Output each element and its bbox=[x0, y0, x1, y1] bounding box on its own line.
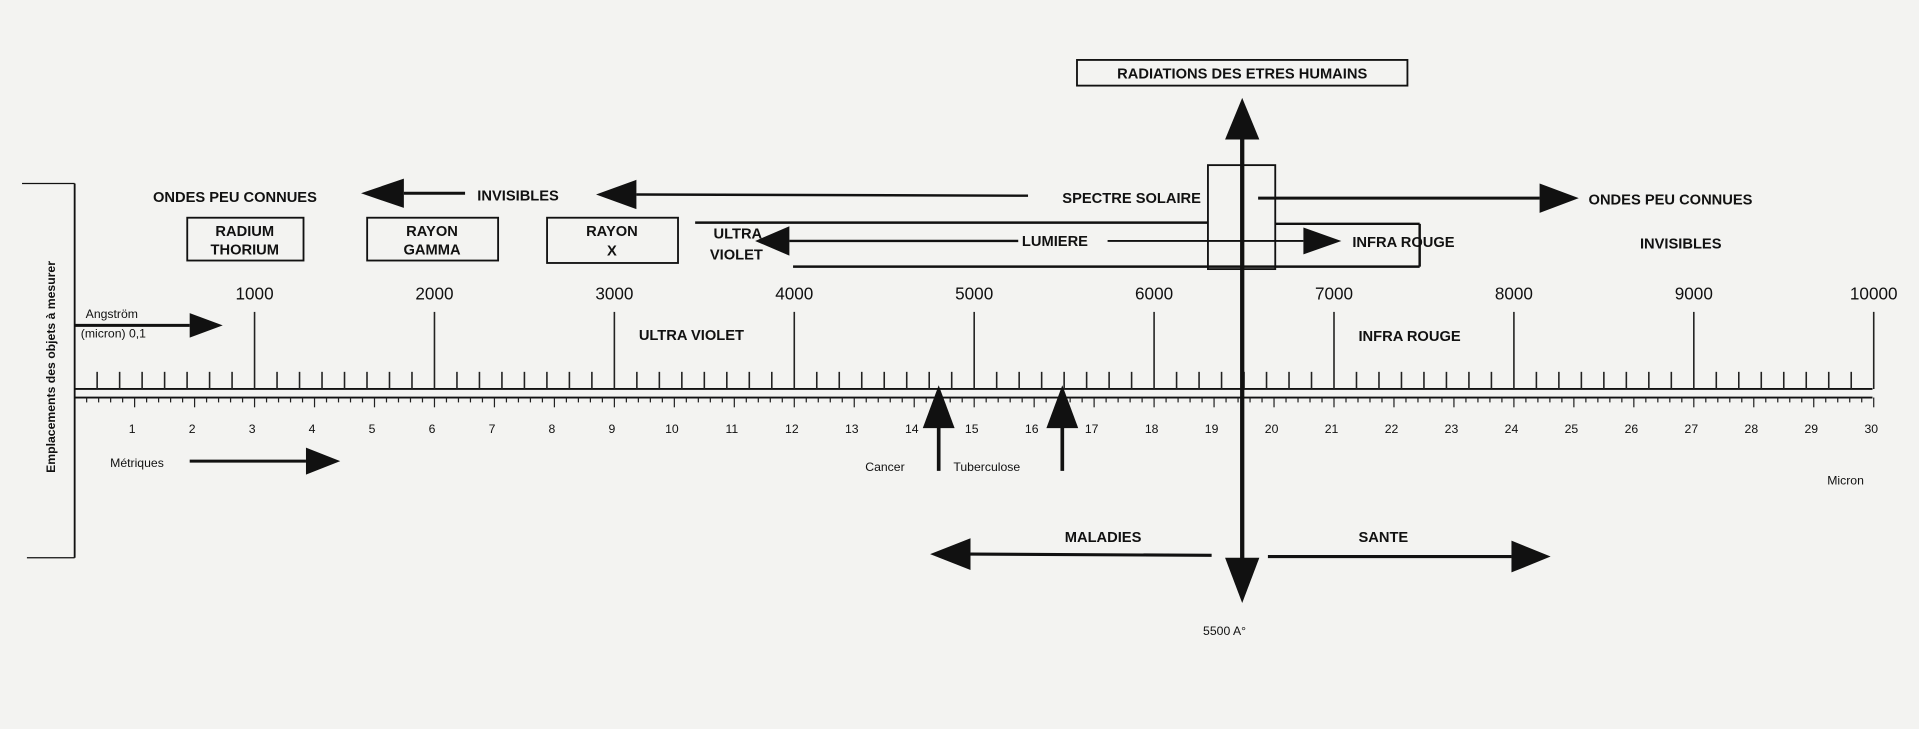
tuberculosis-marker: Tuberculose bbox=[953, 385, 1079, 474]
metric-tick-label: 11 bbox=[726, 422, 739, 436]
box-line: RAYON bbox=[406, 224, 458, 240]
solar-spectrum-label: SPECTRE SOLAIRE bbox=[1062, 191, 1201, 207]
metric-tick-label: 9 bbox=[609, 422, 616, 436]
angstrom-tick-label: 3000 bbox=[595, 285, 633, 304]
metric-tick-label: 24 bbox=[1505, 422, 1519, 436]
light-label: LUMIERE bbox=[1022, 234, 1088, 250]
cancer-marker: Cancer bbox=[865, 385, 955, 474]
metric-tick-label: 19 bbox=[1205, 422, 1219, 436]
metric-tick-label: 8 bbox=[549, 422, 556, 436]
angstrom-tick-label: 1000 bbox=[236, 285, 274, 304]
metric-tick-label: 15 bbox=[965, 422, 979, 436]
arrow-right-icon bbox=[305, 447, 341, 475]
box-x-ray: RAYON X bbox=[546, 216, 679, 264]
angstrom-tick-label: 8000 bbox=[1495, 285, 1533, 304]
metric-tick-label: 1 bbox=[129, 422, 136, 436]
box-line: THORIUM bbox=[211, 242, 279, 258]
arrow-left-icon bbox=[930, 538, 971, 570]
metric-label: Métriques bbox=[110, 456, 164, 470]
metric-tick-label: 29 bbox=[1805, 422, 1819, 436]
metric-tick-label: 10 bbox=[665, 422, 679, 436]
metric-tick-label: 13 bbox=[845, 422, 859, 436]
unknown-waves-right: ONDES PEU CONNUES bbox=[1589, 192, 1753, 208]
uv-line1: ULTRA bbox=[714, 227, 763, 243]
arrow-up-icon bbox=[1046, 385, 1079, 429]
ruler: 1000 2000 3000 4000 5000 6000 7000 8000 9000 1000… bbox=[74, 285, 1898, 436]
metric-tick-label: 5 bbox=[369, 422, 376, 436]
disease-label: MALADIES bbox=[1065, 530, 1142, 546]
box-line: RAYON bbox=[586, 224, 638, 240]
infrared-label: INFRA ROUGE bbox=[1352, 235, 1454, 251]
angstrom-tick-label: 5000 bbox=[955, 285, 993, 304]
box-radium-thorium: RADIUM THORIUM bbox=[186, 216, 305, 262]
arrow-right-icon bbox=[1511, 540, 1551, 573]
micron-factor-label: (micron) 0,1 bbox=[81, 327, 146, 341]
micron-unit-label: Micron bbox=[1827, 473, 1864, 487]
uv-line2: VIOLET bbox=[710, 247, 763, 263]
human-radiation-box bbox=[1076, 59, 1409, 87]
metric-tick-label: 6 bbox=[429, 422, 436, 436]
arrow-left-icon bbox=[361, 178, 404, 208]
metric-tick-label: 30 bbox=[1864, 422, 1878, 436]
side-label: Emplacements des objets à mesurer bbox=[44, 261, 58, 473]
box-line: GAMMA bbox=[403, 242, 460, 258]
metric-tick-label: 20 bbox=[1265, 422, 1279, 436]
metric-tick-label: 16 bbox=[1025, 422, 1039, 436]
metric-tick-label: 7 bbox=[489, 422, 496, 436]
arrow-down-icon bbox=[1225, 557, 1260, 604]
metric-tick-label: 2 bbox=[189, 422, 196, 436]
tuberculosis-label: Tuberculose bbox=[953, 460, 1020, 474]
metric-tick-label: 25 bbox=[1565, 422, 1579, 436]
arrow-up-icon bbox=[922, 385, 955, 429]
light-band: ULTRA VIOLET LUMIERE INFRA ROUGE INVISIB… bbox=[695, 164, 1722, 271]
arrow-right-icon bbox=[189, 313, 223, 338]
metric-tick-label: 17 bbox=[1085, 422, 1099, 436]
region-infra-rouge: INFRA ROUGE bbox=[1358, 329, 1460, 345]
metric-tick-label: 18 bbox=[1145, 422, 1159, 436]
angstrom-tick-label: 4000 bbox=[775, 285, 813, 304]
human-radiation-label: RADIATIONS DES ETRES HUMAINS bbox=[1117, 66, 1367, 82]
invisibles-label: INVISIBLES bbox=[477, 189, 559, 205]
metric-tick-label: 28 bbox=[1745, 422, 1759, 436]
metric-tick-label: 3 bbox=[249, 422, 256, 436]
arrow-right-icon bbox=[1539, 183, 1579, 213]
metric-tick-label: 26 bbox=[1625, 422, 1639, 436]
arrow-left-icon bbox=[755, 226, 790, 256]
metric-tick-label: 4 bbox=[309, 422, 316, 436]
angstrom-tick-label: 10000 bbox=[1850, 285, 1898, 304]
metric-tick-label: 14 bbox=[905, 422, 919, 436]
side-bracket: Emplacements des objets à mesurer bbox=[22, 182, 76, 559]
angstrom-tick-label: 6000 bbox=[1135, 285, 1173, 304]
box-gamma-ray: RAYON GAMMA bbox=[366, 216, 500, 262]
arrow-up-icon bbox=[1225, 97, 1260, 140]
region-ultra-violet: ULTRA VIOLET bbox=[639, 328, 744, 344]
angstrom-tick-label: 9000 bbox=[1675, 285, 1713, 304]
box-line: X bbox=[607, 244, 617, 260]
arrow-right-icon bbox=[1303, 227, 1342, 255]
unknown-waves-left: ONDES PEU CONNUES bbox=[153, 190, 317, 206]
arrow-left-icon bbox=[596, 179, 637, 210]
invisibles-right-label: INVISIBLES bbox=[1640, 236, 1722, 252]
center-wavelength: 5500 A° bbox=[1203, 624, 1246, 638]
metric-tick-label: 23 bbox=[1445, 422, 1459, 436]
metric-tick-label: 21 bbox=[1325, 422, 1339, 436]
cancer-label: Cancer bbox=[865, 460, 904, 474]
metric-tick-label: 12 bbox=[785, 422, 799, 436]
metric-tick-label: 22 bbox=[1385, 422, 1399, 436]
health-label: SANTE bbox=[1358, 530, 1408, 546]
angstrom-tick-label: 2000 bbox=[415, 285, 453, 304]
angstrom-label: Angström bbox=[86, 307, 138, 321]
metric-tick-label: 27 bbox=[1685, 422, 1699, 436]
angstrom-tick-label: 7000 bbox=[1315, 285, 1353, 304]
box-line: RADIUM bbox=[215, 224, 274, 240]
